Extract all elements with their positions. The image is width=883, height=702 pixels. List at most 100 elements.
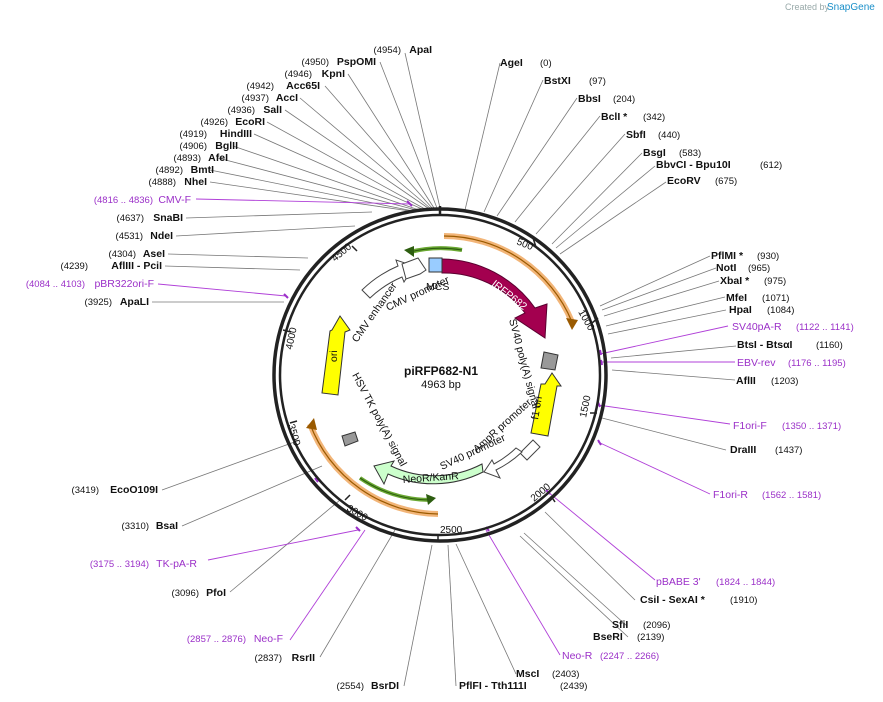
site-bstxi[interactable]: BstXI — [544, 75, 571, 87]
site-csii-sexai-pos: (1910) — [730, 595, 757, 606]
site-ecorv-pos: (675) — [715, 176, 737, 187]
label-ori: ori — [328, 350, 340, 362]
green-arrow-2 — [426, 494, 436, 505]
site-asei[interactable]: AseI — [143, 248, 165, 260]
site-bsai[interactable]: BsaI — [156, 520, 178, 532]
site-kpni[interactable]: KpnI — [322, 68, 345, 80]
primer-f1ori-r-pos: (1562 .. 1581) — [762, 490, 821, 501]
site-ecori[interactable]: EcoRI — [235, 116, 265, 128]
feature-ampr-promoter[interactable] — [519, 439, 541, 461]
tick-4500: 4500 — [330, 241, 354, 264]
site-sbfi[interactable]: SbfI — [626, 129, 646, 141]
site-kpni-pos: (4946) — [285, 69, 312, 80]
tick-1500: 1500 — [578, 394, 593, 418]
site-sfii-pos: (2096) — [643, 620, 670, 631]
label-hsv-tk-polya: HSV TK poly(A) signal — [349, 371, 409, 469]
site-bsgi[interactable]: BsgI — [643, 147, 666, 159]
feature-cmv-promoter[interactable] — [401, 257, 427, 280]
site-bsrdi-pos: (2554) — [337, 681, 364, 692]
site-noti[interactable]: NotI — [716, 262, 736, 274]
site-mfei[interactable]: MfeI — [726, 292, 747, 304]
site-apai[interactable]: ApaI — [409, 44, 432, 56]
site-snabi[interactable]: SnaBI — [153, 212, 183, 224]
site-bseri[interactable]: BseRI — [593, 631, 623, 643]
site-draiii[interactable]: DraIII — [730, 444, 756, 456]
site-afei[interactable]: AfeI — [208, 152, 228, 164]
site-bglii[interactable]: BglII — [215, 140, 238, 152]
feature-mcs[interactable] — [428, 257, 443, 273]
site-xbai[interactable]: XbaI * — [720, 275, 750, 287]
primer-pbr322ori-f[interactable]: pBR322ori-F — [94, 278, 154, 290]
site-csii-sexai[interactable]: CsiI - SexAI * — [640, 594, 706, 606]
primer-f1ori-f[interactable]: F1ori-F — [733, 420, 767, 432]
site-rsrii[interactable]: RsrII — [292, 652, 315, 664]
tick-500: 500 — [515, 237, 535, 254]
site-apai-pos: (4954) — [374, 45, 401, 56]
site-apali[interactable]: ApaLI — [120, 296, 149, 308]
site-sfii[interactable]: SfiI — [612, 619, 628, 631]
site-bsai-pos: (3310) — [122, 521, 149, 532]
label-f1-ori: f1 ori — [529, 395, 545, 420]
feature-sv40-polya[interactable] — [540, 351, 559, 371]
site-ndei[interactable]: NdeI — [150, 230, 173, 242]
site-aflii-pos: (1203) — [771, 376, 798, 387]
label-neor-kanr: NeoR/KanR — [402, 470, 459, 486]
primer-f1ori-r[interactable]: F1ori-R — [713, 489, 748, 501]
primer-tk-pa-r[interactable]: TK-pA-R — [156, 558, 197, 570]
site-bmti[interactable]: BmtI — [191, 164, 214, 176]
feature-f1-ori[interactable] — [530, 372, 562, 437]
site-bbvci-bpu10i[interactable]: BbvCI - Bpu10I — [656, 159, 731, 171]
site-bmti-pos: (4892) — [156, 165, 183, 176]
site-bcli[interactable]: BclI * — [601, 111, 628, 123]
site-pflfi-tth111i[interactable]: PflFI - Tth111I — [459, 680, 527, 692]
site-pflfi-tth111i-pos: (2439) — [560, 681, 587, 692]
site-msci[interactable]: MscI — [516, 668, 539, 680]
primer-neo-f[interactable]: Neo-F — [254, 633, 283, 645]
site-bseri-pos: (2139) — [637, 632, 664, 643]
site-acci[interactable]: AccI — [276, 92, 298, 104]
site-bbsi-pos: (204) — [613, 94, 635, 105]
primer-cmv-f[interactable]: CMV-F — [158, 194, 191, 206]
site-hpai[interactable]: HpaI — [729, 304, 752, 316]
feature-ori[interactable] — [321, 315, 351, 396]
site-btsi-btsai[interactable]: BtsI - BtsαI — [737, 339, 793, 351]
feature-irfp682[interactable] — [441, 258, 548, 339]
site-rsrii-pos: (2837) — [255, 653, 282, 664]
label-mcs: MCS — [426, 281, 449, 293]
site-mfei-pos: (1071) — [762, 293, 789, 304]
primer-ebv-rev[interactable]: EBV-rev — [737, 357, 776, 369]
site-bsrdi[interactable]: BsrDI — [371, 680, 399, 692]
site-sali[interactable]: SalI — [263, 104, 282, 116]
feature-neor-kanr[interactable] — [373, 460, 484, 486]
primer-leader-lines — [157, 198, 735, 656]
site-pflmi[interactable]: PflMI * — [711, 250, 744, 262]
site-aflii[interactable]: AflII — [736, 375, 756, 387]
site-pspomi[interactable]: PspOMI — [337, 56, 376, 68]
site-ecorv[interactable]: EcoRV — [667, 175, 701, 187]
site-hindiii[interactable]: HindIII — [220, 128, 252, 140]
ring-tick-marks — [282, 237, 599, 542]
site-bsgi-pos: (583) — [679, 148, 701, 159]
primer-pbabe-3[interactable]: pBABE 3' — [656, 576, 701, 588]
site-bbsi[interactable]: BbsI — [578, 93, 601, 105]
primer-sv40pa-r[interactable]: SV40pA-R — [732, 321, 782, 333]
sites-right: PflFI - Tth111I (2439) MscI (2403) BseRI… — [459, 57, 843, 692]
site-afliii-pcii[interactable]: AflIII - PciI — [111, 260, 162, 272]
site-agei[interactable]: AgeI — [500, 57, 523, 69]
feature-hsv-tk-polya[interactable] — [341, 431, 359, 447]
site-bcli-pos: (342) — [643, 112, 665, 123]
site-sbfi-pos: (440) — [658, 130, 680, 141]
site-pfoi-pos: (3096) — [172, 588, 199, 599]
plasmid-name: piRFP682-N1 — [404, 364, 478, 378]
site-ecoo109i[interactable]: EcoO109I — [110, 484, 158, 496]
site-leader-lines — [152, 52, 737, 687]
site-pfoi[interactable]: PfoI — [206, 587, 226, 599]
tick-4000: 4000 — [284, 326, 299, 350]
site-acc65i[interactable]: Acc65I — [286, 80, 320, 92]
green-arrow-1 — [404, 246, 414, 257]
site-asei-pos: (4304) — [109, 249, 136, 260]
site-nhei[interactable]: NheI — [184, 176, 207, 188]
site-acc65i-pos: (4942) — [247, 81, 274, 92]
primer-neo-r[interactable]: Neo-R — [562, 650, 593, 662]
feature-sv40-promoter[interactable] — [483, 447, 523, 479]
